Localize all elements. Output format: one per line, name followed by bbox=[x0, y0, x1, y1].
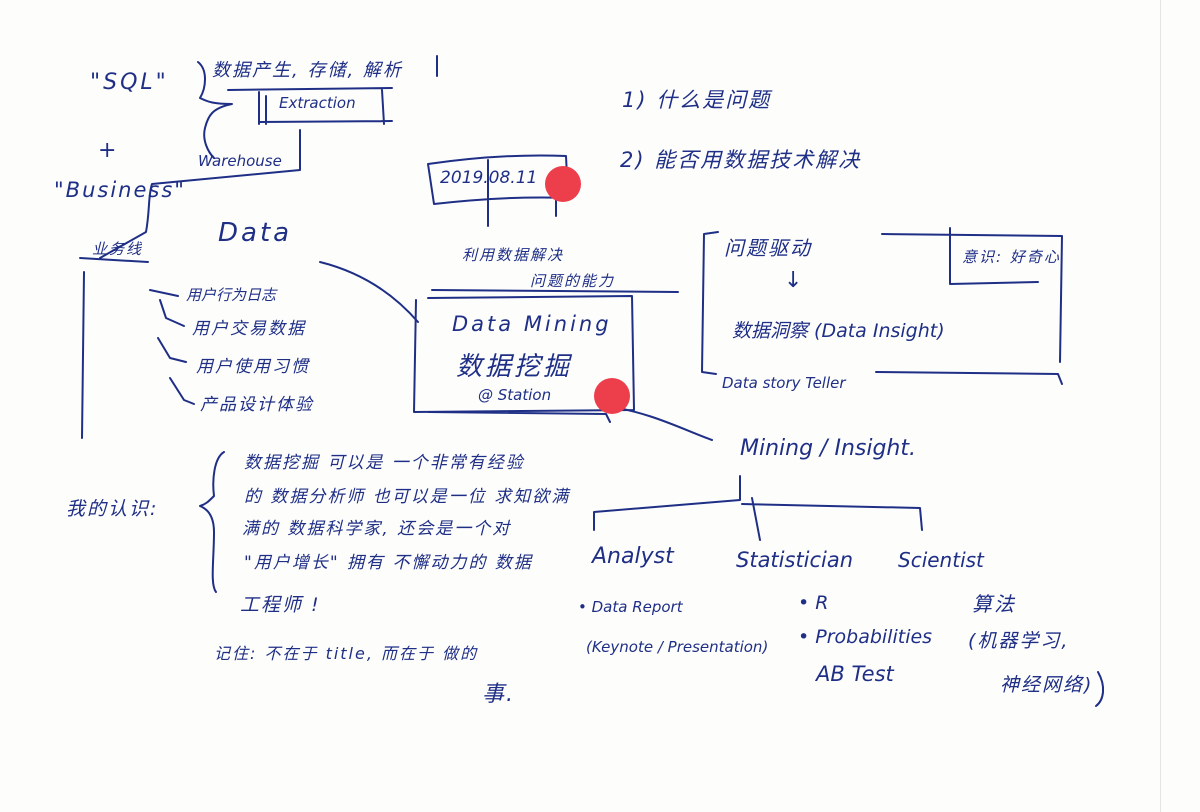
scientist-item-3: 神经网络) bbox=[1000, 674, 1094, 696]
mining-box bbox=[413, 295, 635, 423]
insight-arrow: ↓ bbox=[784, 268, 803, 293]
date-label: 2019.08.11 bbox=[440, 168, 538, 188]
business-line-label: 业务线 bbox=[92, 240, 144, 258]
my-view-line-4: "用户增长" 拥有 不懈动力的 数据 bbox=[244, 553, 533, 573]
statistician-item-1: • R bbox=[798, 592, 829, 614]
behavior-item-4: 产品设计体验 bbox=[200, 395, 314, 415]
insight-note: 意识: 好奇心 bbox=[962, 248, 1061, 266]
data-label: Data bbox=[218, 218, 293, 248]
source-item-warehouse: Warehouse bbox=[198, 152, 282, 170]
role-analyst: Analyst bbox=[592, 544, 674, 569]
scientist-item-2: (机器学习, bbox=[968, 630, 1070, 652]
extraction-box bbox=[227, 87, 393, 125]
statistician-item-2: • Probabilities bbox=[798, 626, 933, 648]
mining-box-station: @ Station bbox=[478, 386, 552, 404]
story-teller: Data story Teller bbox=[722, 374, 846, 392]
behavior-tree bbox=[149, 289, 195, 405]
insight-driver: 问题驱动 bbox=[724, 236, 812, 260]
role-statistician: Statistician bbox=[736, 548, 854, 572]
my-view-line-1: 数据挖掘 可以是 一个非常有经验 bbox=[244, 453, 525, 473]
statistician-item-1-text: R bbox=[815, 592, 829, 614]
mining-box-title: Data Mining bbox=[452, 312, 612, 336]
question-2: 2) 能否用数据技术解决 bbox=[620, 148, 862, 172]
statistician-item-3: AB Test bbox=[816, 662, 894, 686]
data-to-mining-arrow bbox=[319, 261, 419, 323]
my-view-label: 我的认识: bbox=[66, 498, 159, 520]
red-marker-top bbox=[545, 166, 581, 202]
roles-tree bbox=[593, 475, 923, 541]
bottom-remark-end: 事. bbox=[482, 682, 515, 707]
ability-line-1: 利用数据解决 bbox=[462, 246, 565, 264]
behavior-item-2: 用户交易数据 bbox=[192, 319, 306, 339]
behavior-item-3: 用户使用习惯 bbox=[196, 357, 310, 377]
plus-sign: + bbox=[98, 138, 117, 163]
analyst-item-1: • Data Report bbox=[578, 598, 683, 616]
sql-label: "SQL" bbox=[90, 70, 169, 95]
business-label: "Business" bbox=[54, 178, 186, 202]
behavior-item-1: 用户行为日志 bbox=[186, 286, 277, 304]
scientist-item-1: 算法 bbox=[972, 592, 1016, 616]
insight-box bbox=[701, 231, 1063, 385]
analyst-item-1-text: Data Report bbox=[591, 598, 683, 616]
mining-insight-label: Mining / Insight. bbox=[740, 436, 916, 461]
sql-brace bbox=[197, 61, 233, 159]
question-1: 1) 什么是问题 bbox=[622, 88, 772, 112]
warehouse-line bbox=[99, 129, 301, 259]
my-view-line-3: 满的 数据科学家, 还会是一个对 bbox=[242, 519, 512, 539]
source-item-extraction: Extraction bbox=[279, 94, 356, 112]
analyst-item-2: (Keynote / Presentation) bbox=[586, 638, 769, 656]
mining-box-chinese: 数据挖掘 bbox=[456, 352, 573, 382]
red-marker-bottom bbox=[594, 378, 630, 414]
bottom-remark: 记住: 不在于 title, 而在于 做的 bbox=[214, 644, 479, 663]
business-bracket bbox=[79, 257, 149, 439]
my-view-line-5: 工程师 ! bbox=[240, 594, 321, 616]
statistician-item-2-text: Probabilities bbox=[815, 626, 933, 648]
paper-edge bbox=[1160, 0, 1161, 812]
source-item-storage: 数据产生, 存储, 解析 bbox=[212, 60, 403, 81]
my-view-line-2: 的 数据分析师 也可以是一位 求知欲满 bbox=[244, 487, 571, 507]
insight-line: 数据洞察 (Data Insight) bbox=[732, 320, 945, 342]
my-view-brace bbox=[199, 451, 225, 593]
ability-line-2: 问题的能力 bbox=[530, 272, 616, 290]
role-scientist: Scientist bbox=[898, 548, 984, 572]
